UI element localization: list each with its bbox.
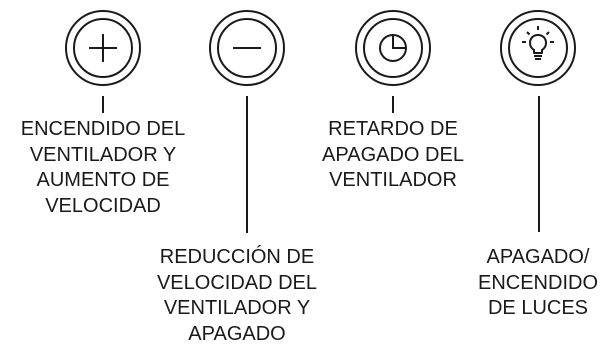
label-line: VELOCIDAD DEL <box>156 271 318 294</box>
label-line: APAGADO DEL <box>322 143 464 166</box>
leader-line-fan-on <box>102 96 104 113</box>
label-line: ENCENDIDO <box>477 271 598 294</box>
label-line: VENTILADOR Y <box>29 143 177 166</box>
button-inner-ring <box>363 18 423 78</box>
label-speed-down-off: REDUCCIÓN DE VELOCIDAD DEL VENTILADOR Y … <box>137 245 337 347</box>
light-bulb-icon <box>522 26 554 60</box>
fan-on-speed-up-button[interactable] <box>65 10 141 86</box>
label-line: APAGADO <box>188 322 286 345</box>
label-lights-on-off: APAGADO/ ENCENDIDO DE LUCES <box>473 245 603 322</box>
label-line: AUMENTO DE <box>36 169 170 191</box>
label-line: VELOCIDAD <box>45 194 161 217</box>
plus-icon <box>89 34 117 62</box>
timer-icon <box>379 34 407 62</box>
label-line: DE LUCES <box>487 297 589 319</box>
label-fan-on-speed-up: ENCENDIDO DEL VENTILADOR Y AUMENTO DE VE… <box>3 117 203 219</box>
label-line: REDUCCIÓN DE <box>159 246 315 268</box>
button-inner-ring <box>73 18 133 78</box>
lights-on-off-button[interactable] <box>500 10 576 86</box>
leader-line-delay <box>392 96 394 113</box>
fan-off-delay-button[interactable] <box>355 10 431 86</box>
label-line: VENTILADOR <box>329 169 457 191</box>
button-inner-ring <box>508 18 568 78</box>
speed-down-off-button[interactable] <box>209 10 285 86</box>
label-line: VENTILADOR Y <box>163 297 311 319</box>
label-line: ENCENDIDO DEL <box>20 118 186 140</box>
label-line: APAGADO/ <box>486 246 590 268</box>
button-inner-ring <box>217 18 277 78</box>
label-fan-off-delay: RETARDO DE APAGADO DEL VENTILADOR <box>293 117 493 194</box>
leader-line-lights <box>538 96 540 232</box>
label-line: RETARDO DE <box>328 118 458 140</box>
minus-icon <box>233 47 261 49</box>
leader-line-speed-down <box>246 96 248 233</box>
